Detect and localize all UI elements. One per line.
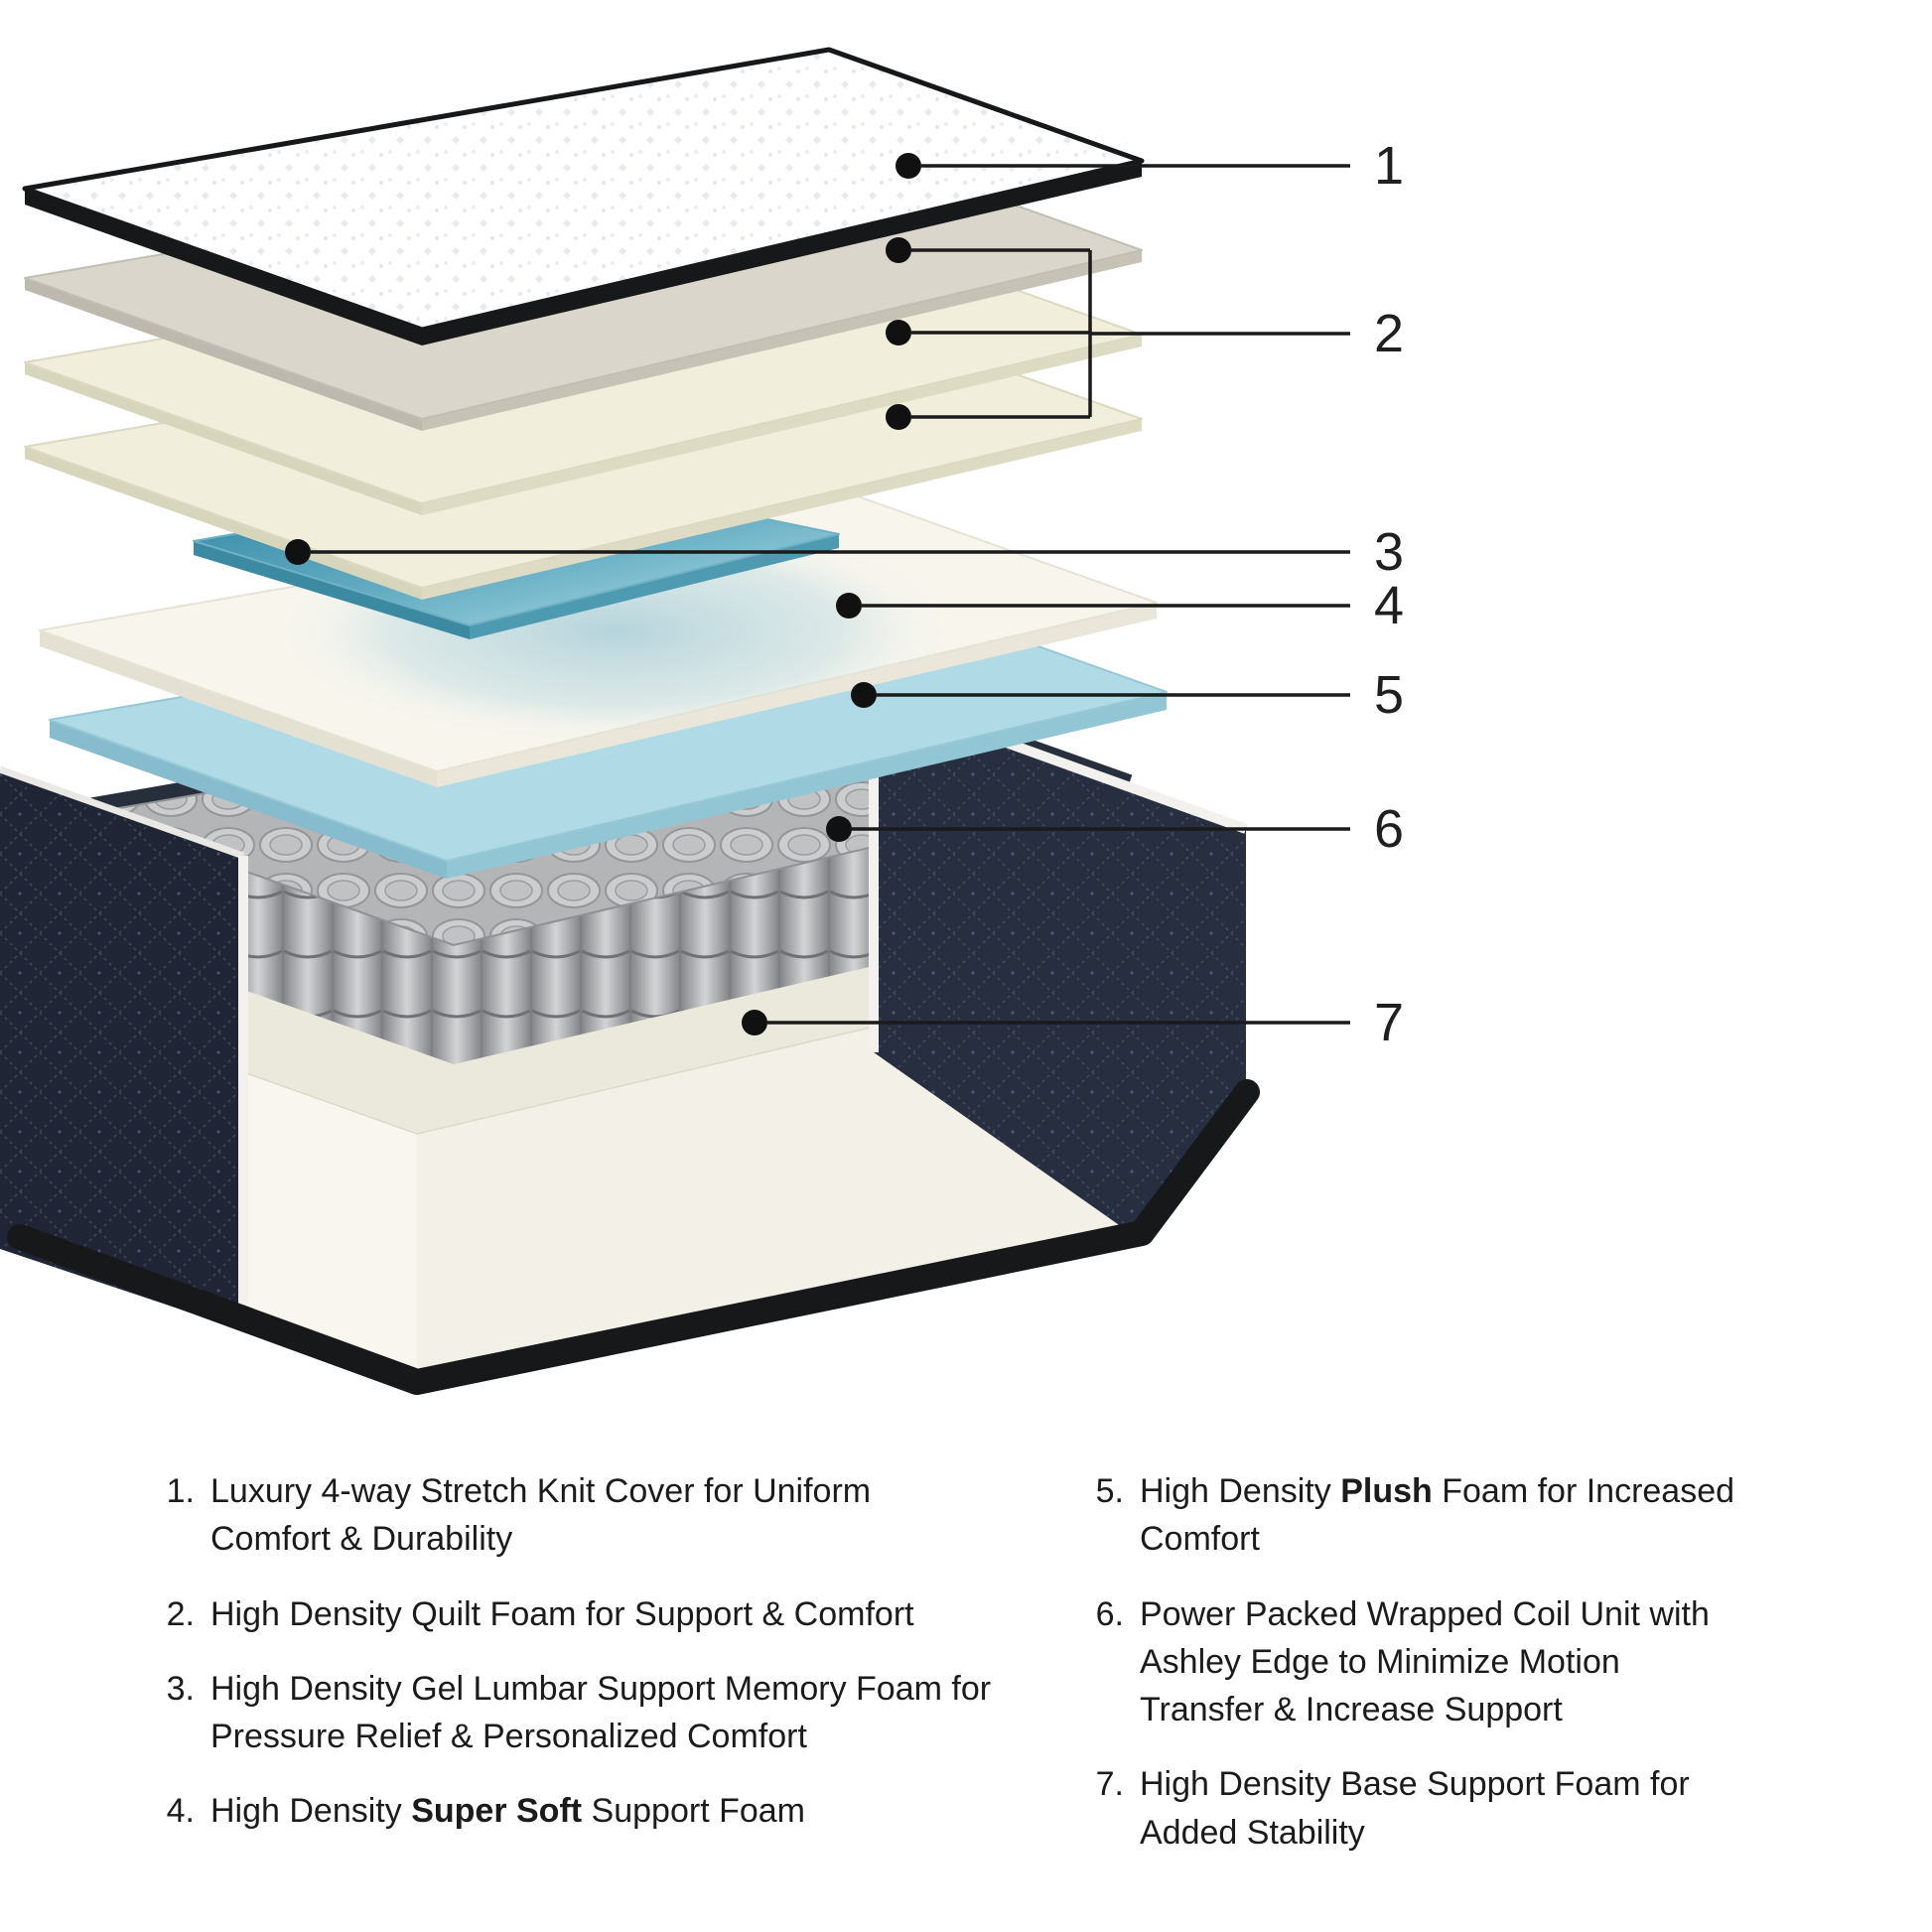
legend-item-7-prefix: High Density Base Support Foam for Added… (1140, 1765, 1690, 1852)
legend-item-4-number: 4. (166, 1792, 195, 1831)
legend: 1. Luxury 4-way Stretch Knit Cover for U… (147, 1467, 1872, 1883)
callout-dot-1 (896, 153, 921, 179)
callout-line-2-bracket (911, 248, 1350, 419)
layer-knit-cover (22, 47, 1145, 345)
legend-item-1-number: 1. (166, 1472, 195, 1510)
legend-item-5-text: High Density Plush Foam for Increased Co… (1140, 1467, 1750, 1564)
legend-item-4-bold: Super Soft (411, 1792, 583, 1831)
callout-dot-3 (285, 539, 311, 565)
quilt3-front-left-face (25, 447, 422, 600)
legend-item-5-suffix: Foam for Increased Comfort (1140, 1472, 1735, 1559)
supersoft-front-right-face (437, 603, 1157, 787)
callout-numbers: 1 2 3 4 5 6 7 (1374, 136, 1404, 1052)
legend-column-left: 1. Luxury 4-way Stretch Knit Cover for U… (147, 1467, 1013, 1883)
layer-super-soft-foam (39, 490, 1158, 787)
legend-item-5-number: 5. (1095, 1472, 1124, 1510)
callout-number-7: 7 (1374, 993, 1404, 1052)
callout-dot-2c (886, 404, 911, 430)
cover-left-panel-top-trim (0, 765, 245, 860)
callout-number-6: 6 (1374, 799, 1404, 859)
legend-item-6-prefix: Power Packed Wrapped Coil Unit with Ashl… (1140, 1594, 1710, 1729)
legend-item-4-suffix: Support Foam (582, 1792, 805, 1831)
quilt2-front-left-face (25, 362, 422, 515)
legend-item-3-text: High Density Gel Lumbar Support Memory F… (210, 1665, 1000, 1761)
cover-binding-right (422, 161, 1142, 345)
cover-left-panel (0, 765, 248, 1330)
plush-front-left-face (50, 720, 447, 879)
callout-dot-2a (886, 237, 911, 263)
legend-item-6: 6. Power Packed Wrapped Coil Unit with A… (1076, 1590, 1872, 1734)
legend-item-2-text: High Density Quilt Foam for Support & Co… (210, 1590, 914, 1638)
legend-column-right: 5. High Density Plush Foam for Increased… (1076, 1467, 1872, 1883)
legend-item-5: 5. High Density Plush Foam for Increased… (1076, 1467, 1872, 1564)
legend-item-4-prefix: High Density (210, 1792, 412, 1831)
legend-item-1: 1. Luxury 4-way Stretch Knit Cover for U… (147, 1467, 1013, 1564)
legend-item-5-prefix: High Density (1140, 1472, 1341, 1510)
callout-dots (285, 153, 921, 1035)
legend-item-3-prefix: High Density Gel Lumbar Support Memory F… (210, 1669, 992, 1756)
legend-item-7: 7. High Density Base Support Foam for Ad… (1076, 1760, 1872, 1857)
legend-item-6-number: 6. (1095, 1594, 1124, 1633)
cover-right-panel-quilting (874, 695, 1246, 1241)
callout-number-1: 1 (1374, 136, 1404, 196)
callout-lines (311, 164, 1350, 1025)
legend-item-7-number: 7. (1095, 1765, 1124, 1804)
cover-right-panel (869, 690, 1248, 1241)
legend-item-5-bold: Plush (1340, 1472, 1433, 1510)
cover-left-panel-quilting (0, 769, 243, 1330)
legend-item-2-number: 2. (166, 1594, 195, 1633)
quilt1-front-left-face (25, 278, 422, 431)
callout-dot-6 (826, 816, 852, 842)
legend-item-2: 2. High Density Quilt Foam for Support &… (147, 1590, 1013, 1638)
supersoft-front-left-face (40, 630, 437, 787)
legend-item-3-number: 3. (166, 1669, 195, 1708)
legend-item-4-text: High Density Super Soft Support Foam (210, 1787, 805, 1835)
callout-dot-5 (851, 682, 877, 708)
callout-number-4: 4 (1374, 576, 1404, 635)
quilt1-front-right-face (422, 250, 1142, 431)
legend-item-1-text: Luxury 4-way Stretch Knit Cover for Unif… (210, 1467, 1000, 1564)
callout-dot-7 (742, 1010, 767, 1035)
quilt2-front-right-face (422, 335, 1142, 515)
callout-number-2: 2 (1374, 304, 1404, 363)
legend-item-4: 4. High Density Super Soft Support Foam (147, 1787, 1013, 1835)
cover-bottom-binding (7, 1079, 1260, 1395)
legend-item-2-prefix: High Density Quilt Foam for Support & Co… (210, 1594, 914, 1633)
gel-front-left-face (194, 541, 470, 639)
callout-dot-4 (836, 593, 862, 619)
callout-dot-2b (886, 320, 911, 345)
plush-front-right-face (447, 692, 1167, 879)
legend-item-1-prefix: Luxury 4-way Stretch Knit Cover for Unif… (210, 1472, 872, 1559)
legend-item-6-text: Power Packed Wrapped Coil Unit with Ashl… (1140, 1590, 1750, 1734)
gel-front-right-face (470, 534, 839, 639)
legend-item-7-text: High Density Base Support Foam for Added… (1140, 1760, 1750, 1857)
callout-number-3: 3 (1374, 522, 1404, 582)
quilt3-front-right-face (422, 419, 1142, 600)
cover-top-face (22, 47, 1145, 333)
legend-item-3: 3. High Density Gel Lumbar Support Memor… (147, 1665, 1013, 1761)
cover-binding-left (25, 189, 422, 345)
callout-number-5: 5 (1374, 665, 1404, 725)
